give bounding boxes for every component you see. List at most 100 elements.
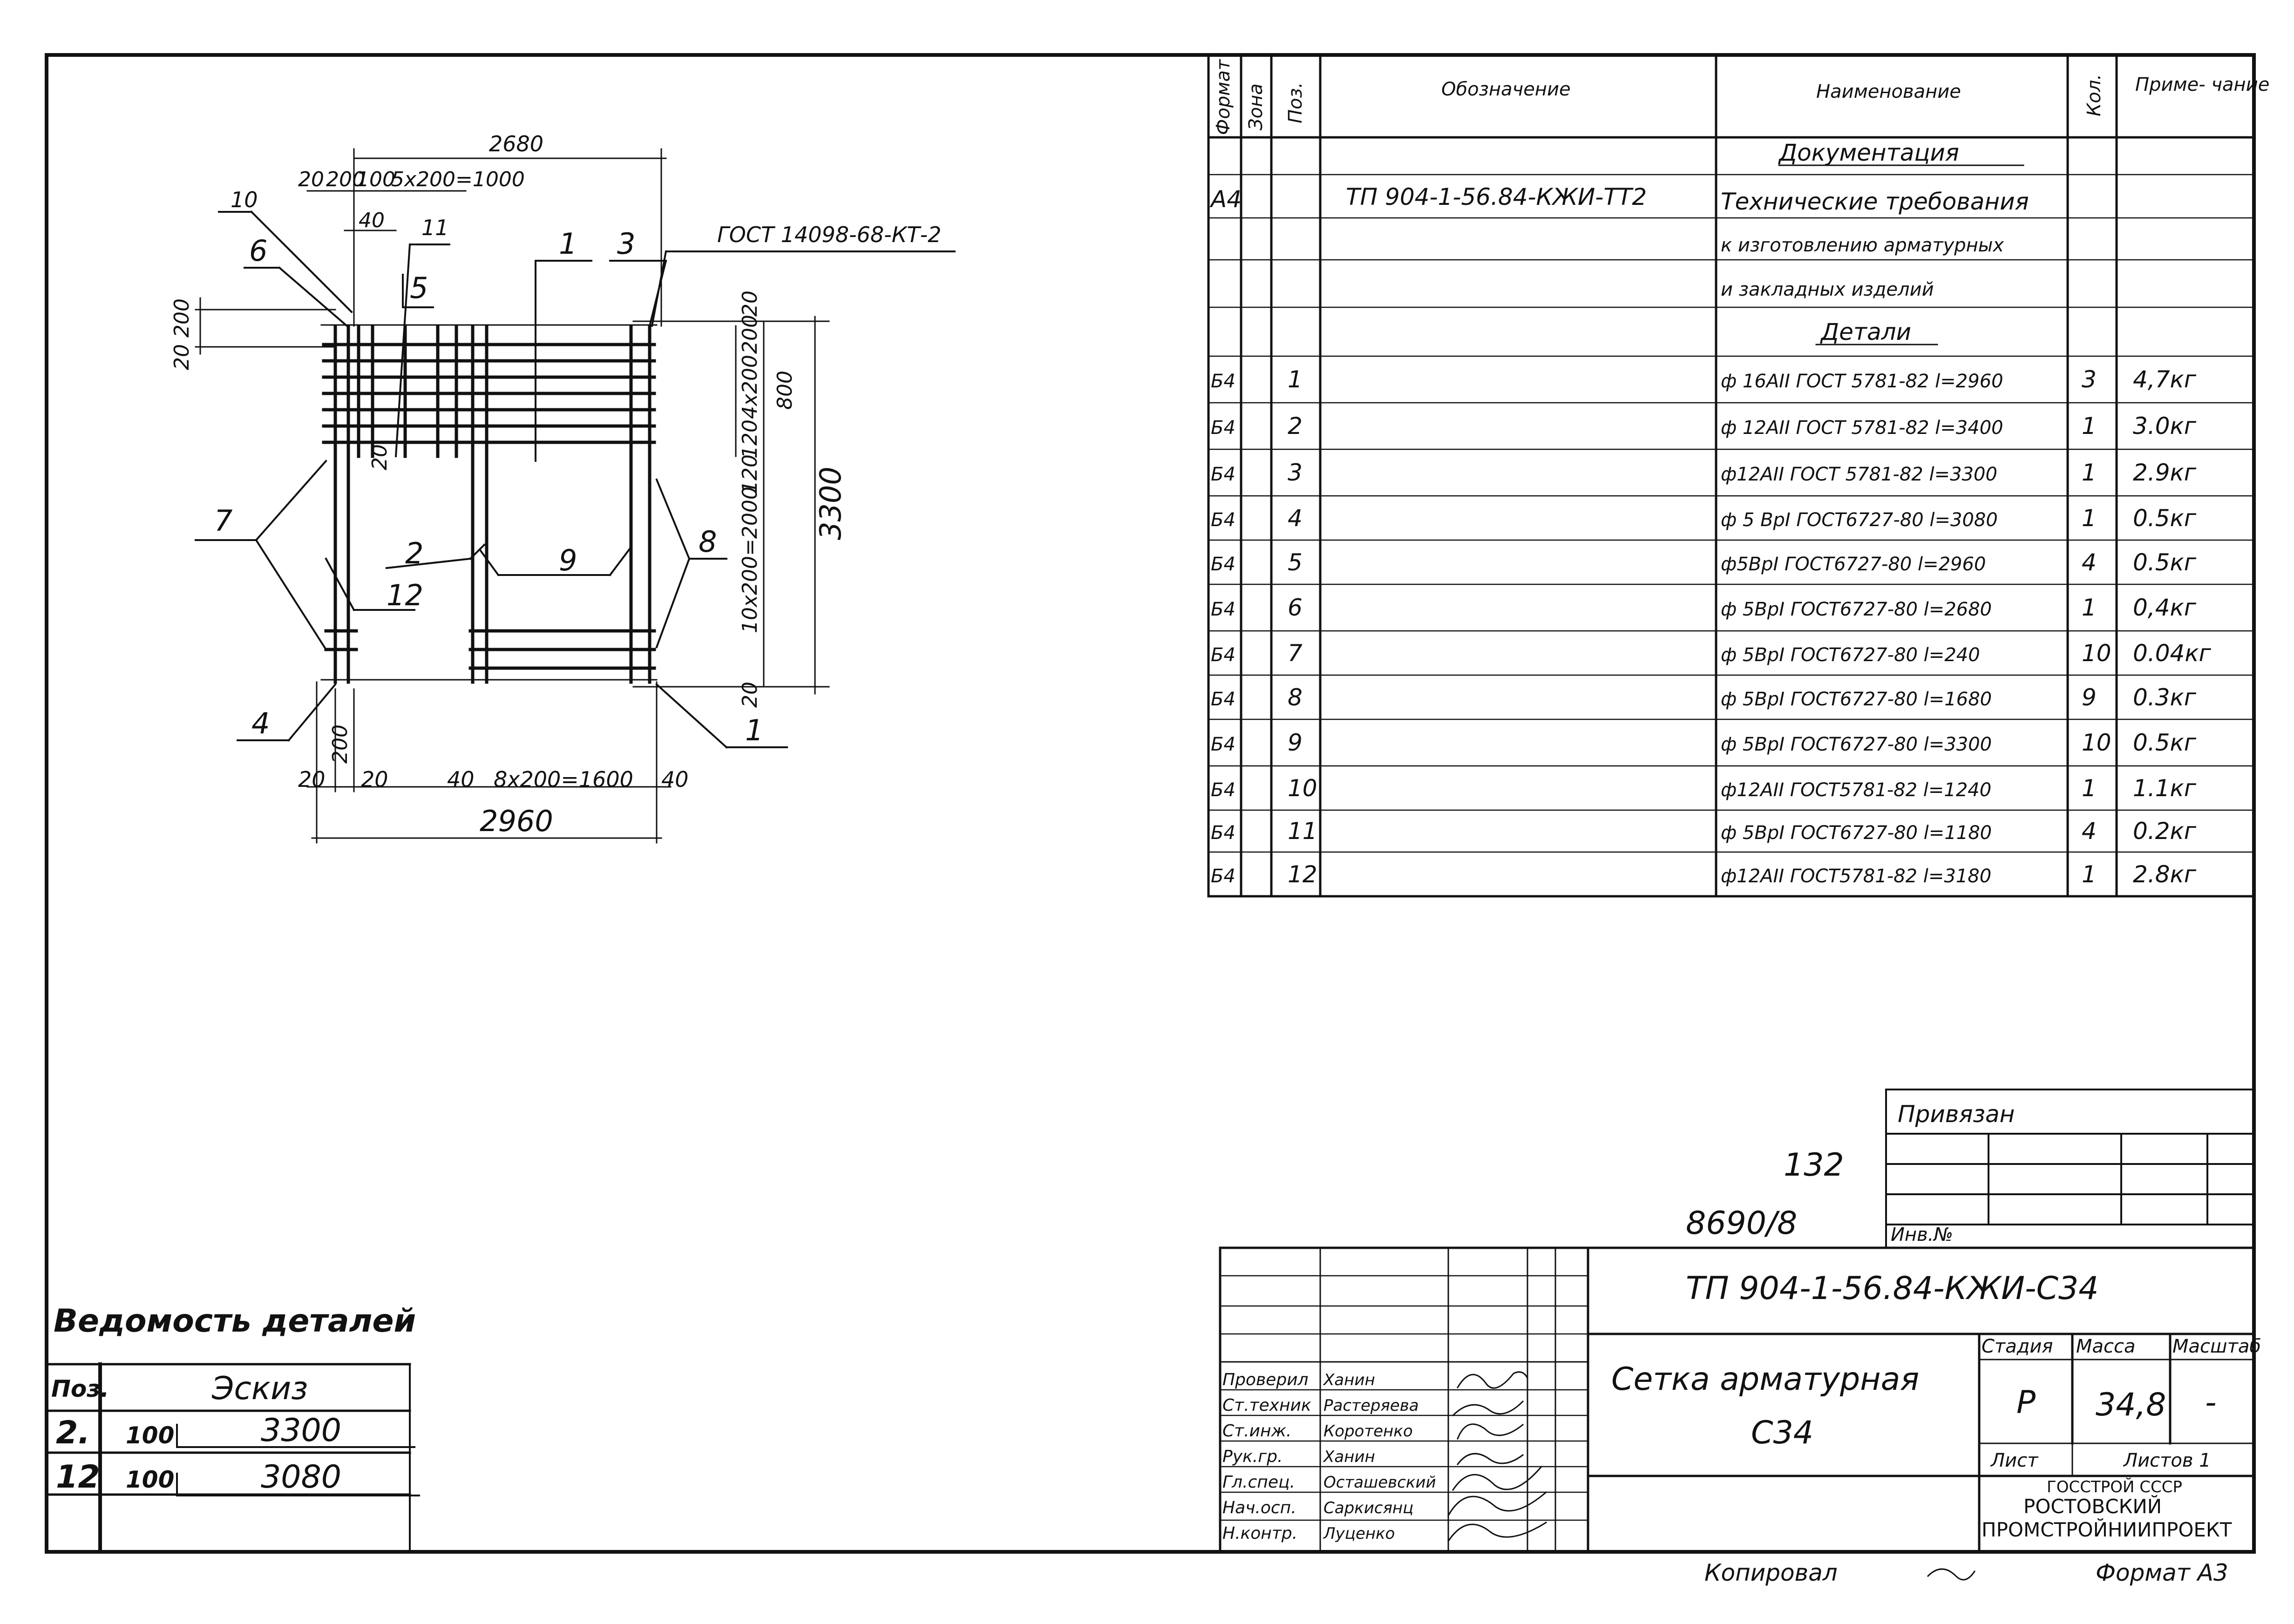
spec-row-format: Б4 <box>1211 822 1235 844</box>
spec-row-name: ф 5 ВрI ГОСТ6727-80 l=3080 <box>1721 509 1998 531</box>
spec-section-details: Детали <box>1820 318 1911 345</box>
spec-row-qty: 10 <box>2082 640 2111 667</box>
title-mass: 34,8 <box>2096 1387 2166 1423</box>
dim-right-120b: 120 <box>738 454 762 494</box>
title-role-label: Н.контр. <box>1222 1524 1297 1543</box>
leader-3: 3 <box>617 227 635 261</box>
leader-1a: 1 <box>559 227 577 261</box>
spec-row-pos: 11 <box>1288 818 1317 845</box>
spec-row-name: ф 12АII ГОСТ 5781-82 l=3400 <box>1721 417 2003 439</box>
spec-row-qty: 1 <box>2082 459 2097 486</box>
mesh-labels: 2680 20 200 100 5x200=1000 40 20 200 20 … <box>170 131 848 838</box>
title-role-name: Луценко <box>1323 1524 1395 1543</box>
spec-row-qty: 3 <box>2082 366 2097 393</box>
spec-row-note: 0.3кг <box>2133 684 2197 711</box>
signatures <box>1447 1371 1976 1581</box>
detail-row-2-a: 100 <box>126 1466 174 1493</box>
dim-top-200: 200 <box>326 168 365 191</box>
spec-row-pos: 9 <box>1288 729 1303 756</box>
spec-row-note: 0.5кг <box>2133 549 2197 576</box>
title-role-name: Осташевский <box>1323 1473 1436 1492</box>
spec-row-pos: 6 <box>1288 594 1303 621</box>
spec-row-qty: 4 <box>2082 549 2097 576</box>
title-name-2: С34 <box>1751 1414 1813 1451</box>
spec-row-note: 4,7кг <box>2133 366 2197 393</box>
dim-bot-200: 200 <box>328 724 352 764</box>
dim-right-20: 20 <box>738 291 762 317</box>
footer-format: Формат А3 <box>2096 1559 2228 1586</box>
dim-top-5x200: 5x200=1000 <box>391 168 525 191</box>
title-sheets: Листов 1 <box>2123 1450 2211 1471</box>
spec-row-format: Б4 <box>1211 371 1235 392</box>
spec-row-format: Б4 <box>1211 734 1235 755</box>
dimension-lines <box>195 148 830 844</box>
mesh-vertical-bars <box>333 324 652 684</box>
spec-row-format: Б4 <box>1211 779 1235 801</box>
detail-sketch-header: Эскиз <box>211 1370 308 1407</box>
leader-2: 2 <box>405 536 423 570</box>
title-role-name: Саркисянц <box>1323 1499 1413 1517</box>
spec-header-qty: Кол. <box>2084 74 2105 116</box>
sketch-pos-12 <box>176 1473 420 1496</box>
title-scale: - <box>2205 1384 2217 1421</box>
spec-row-note: 1.1кг <box>2133 775 2197 802</box>
dim-bot-40b: 40 <box>661 767 689 792</box>
title-role-label: Ст.инж. <box>1222 1421 1291 1441</box>
title-name-1: Сетка арматурная <box>1611 1361 1919 1398</box>
spec-row-qty: 1 <box>2082 594 2097 621</box>
spec-row-qty: 4 <box>2082 818 2097 845</box>
dim-top-40: 40 <box>359 209 385 232</box>
spec-doc-name-2: к изготовлению арматурных <box>1721 235 2004 256</box>
spec-row-note: 2.9кг <box>2133 459 2197 486</box>
spec-row-pos: 5 <box>1288 549 1303 576</box>
dim-mid-20: 20 <box>368 444 392 470</box>
spec-row-format: Б4 <box>1211 554 1235 575</box>
detail-sketches <box>176 1424 420 1496</box>
title-stage: Р <box>2016 1384 2036 1421</box>
spec-row-format: Б4 <box>1211 464 1235 485</box>
dim-right-3300: 3300 <box>814 467 848 540</box>
leader-1b: 1 <box>745 713 763 747</box>
title-org-3: ПРОМСТРОЙНИИПРОЕКТ <box>1982 1518 2232 1541</box>
spec-row-pos: 7 <box>1288 640 1303 667</box>
spec-row-qty: 9 <box>2082 684 2097 711</box>
title-role-label: Ст.техник <box>1222 1396 1311 1415</box>
spec-row-qty: 1 <box>2082 413 2097 440</box>
dim-top-100: 100 <box>356 168 395 191</box>
detail-row-2-pos: 12 <box>56 1459 100 1495</box>
handwritten-132: 132 <box>1784 1147 1844 1184</box>
spec-header-format: Формат <box>1213 59 1234 135</box>
spec-row-note: 3.0кг <box>2133 413 2197 440</box>
dim-bot-20a: 20 <box>298 767 326 792</box>
dim-right-4x200: 4x200 <box>738 355 762 419</box>
title-block-grid <box>1219 1246 2255 1553</box>
detail-row-1-b: 3300 <box>261 1412 341 1449</box>
spec-row-pos: 8 <box>1288 684 1303 711</box>
leader-7: 7 <box>214 504 232 538</box>
detail-row-2-b: 3080 <box>261 1459 341 1495</box>
leader-6: 6 <box>249 234 267 268</box>
spec-header-zone: Зона <box>1245 83 1267 130</box>
title-org-1: ГОССТРОЙ СССР <box>2047 1477 2182 1496</box>
spec-row-pos: 12 <box>1288 861 1317 888</box>
mesh-lower-bars <box>324 629 656 670</box>
spec-row-name: ф 5ВрI ГОСТ6727-80 l=3300 <box>1721 734 1992 755</box>
spec-row-name: ф 5ВрI ГОСТ6727-80 l=1180 <box>1721 822 1992 844</box>
title-sheet: Лист <box>1990 1450 2039 1471</box>
spec-row-format: Б4 <box>1211 599 1235 620</box>
title-role-name: Растеряева <box>1323 1396 1419 1415</box>
spec-row-note: 0.2кг <box>2133 818 2197 845</box>
spec-row-note: 0.5кг <box>2133 505 2197 532</box>
leader-5: 5 <box>410 271 428 305</box>
dim-bot-40a: 40 <box>447 767 475 792</box>
spec-doc-name-1: Технические требования <box>1721 188 2029 215</box>
spec-row-qty: 1 <box>2082 775 2097 802</box>
spec-header-designation: Обозначение <box>1441 79 1571 100</box>
title-role-name: Ханин <box>1323 1448 1375 1466</box>
dim-top-overall: 2680 <box>489 131 543 156</box>
bind-box-inv: Инв.№ <box>1891 1224 1953 1245</box>
title-role-name: Ханин <box>1323 1371 1375 1389</box>
spec-row-pos: 1 <box>1288 366 1303 393</box>
